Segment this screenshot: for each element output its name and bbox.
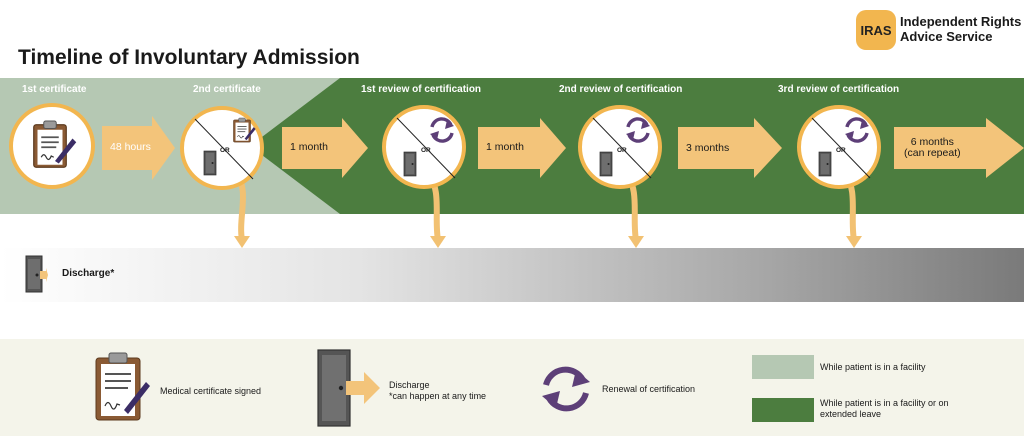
stage-circle-2 [180,106,264,190]
stage-circle-4 [578,105,662,189]
stage-circle-3 [382,105,466,189]
timeline-band: OR OR OR OR [0,78,1024,248]
logo-line-2: Advice Service [900,29,993,44]
renewal-icon [542,366,590,412]
logo-line-1: Independent Rights [900,14,1022,29]
arrow-label-5-line1: 6 months [910,136,954,148]
stage-label-4: 2nd review of certification [559,84,683,95]
legend-dark-green-line2: extended leave [820,409,882,419]
arrow-label-3: 1 month [486,141,524,153]
discharge-label: Discharge* [62,268,115,279]
page-title: Timeline of Involuntary Admission [18,46,360,69]
legend-certificate-label: Medical certificate signed [160,386,262,396]
timeline-arrow-5 [894,118,1024,178]
stage-label-3: 1st review of certification [361,84,482,95]
timeline-arrow-1 [102,116,175,180]
legend-discharge-label: Discharge *can happen at any time [389,380,486,402]
arrow-label-5: 6 months (can repeat) [904,137,961,159]
arrow-label-1: 48 hours [110,141,151,153]
or-label-2: OR [220,147,230,154]
legend-dark-green-swatch [752,398,814,422]
stage-label-1: 1st certificate [22,84,87,95]
legend-dark-green-line1: While patient is in a facility or on [820,398,949,408]
stage-label-2: 2nd certificate [193,84,261,95]
stage-circle-1 [9,103,95,189]
legend-light-green-swatch [752,355,814,379]
arrow-label-4: 3 months [686,142,730,154]
arrow-label-5-line2: (can repeat) [904,147,961,159]
legend-discharge-line2: *can happen at any time [389,391,487,401]
stage-circle-5 [797,105,881,189]
or-label-3: OR [421,147,431,154]
or-label-4: OR [617,147,627,154]
timeline-arrow-2 [282,118,368,178]
discharge-bar [0,248,1024,302]
legend-renewal-label: Renewal of certification [602,384,696,394]
logo-text: Independent Rights Advice Service [900,14,1024,44]
legend-light-green-label: While patient is in a facility [820,362,926,372]
iras-logo-badge: IRAS [856,10,896,50]
arrow-label-2: 1 month [290,141,328,153]
door-legend-icon [317,349,380,427]
legend [0,339,1024,436]
timeline-arrow-3 [478,118,566,178]
legend-dark-green-label: While patient is in a facility or on ext… [820,398,949,420]
clipboard-icon [95,352,150,421]
legend-discharge-line1: Discharge [389,380,430,390]
stage-label-5: 3rd review of certification [778,84,900,95]
or-label-5: OR [836,147,846,154]
timeline-arrow-4 [678,118,782,178]
door-icon [25,255,48,293]
